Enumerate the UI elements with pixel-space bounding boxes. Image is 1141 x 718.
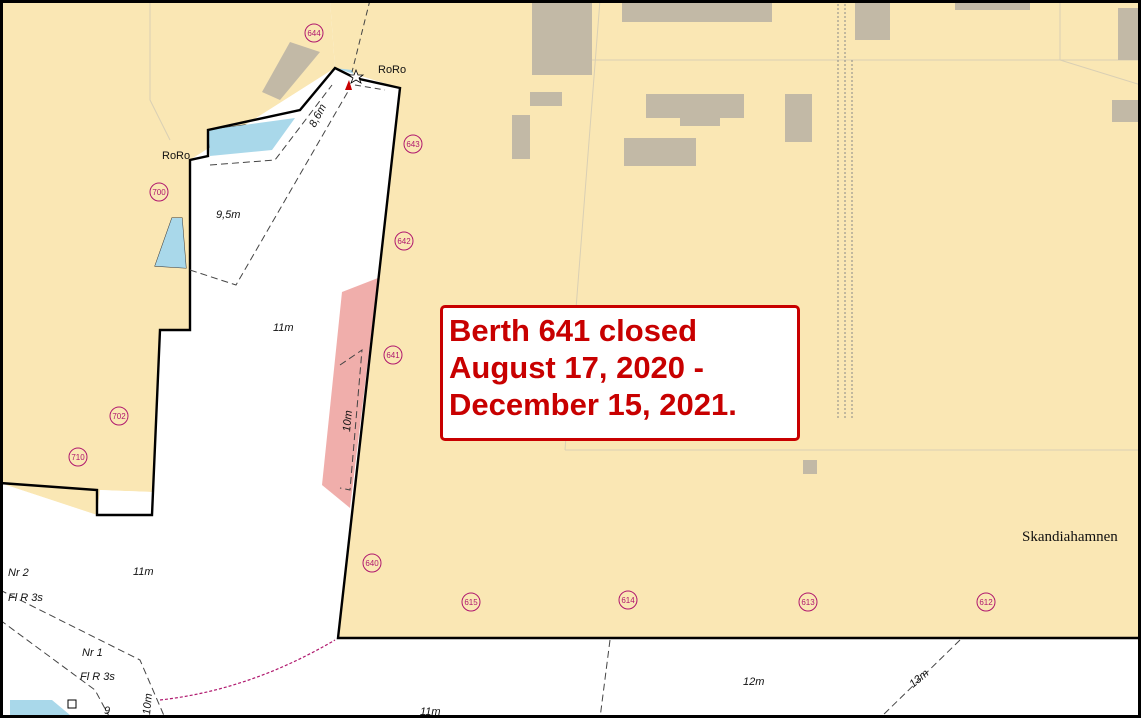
light-star-icon bbox=[347, 68, 365, 84]
dock-basin bbox=[0, 68, 400, 700]
depth-contour-4 bbox=[0, 589, 166, 718]
roro-label-top: RoRo bbox=[378, 64, 406, 76]
svg-text:643: 643 bbox=[406, 140, 420, 149]
buildings bbox=[262, 0, 1141, 474]
svg-text:640: 640 bbox=[365, 559, 379, 568]
notice-line-2: August 17, 2020 - bbox=[449, 350, 704, 385]
leading-line bbox=[351, 0, 371, 73]
depth-contour-2 bbox=[209, 84, 333, 166]
berth-markers: 644 643 642 641 640 700 702 710 615 614 … bbox=[68, 23, 996, 612]
berth-marker-612: 612 bbox=[976, 592, 996, 612]
depth-contour-7 bbox=[879, 639, 961, 718]
berth-marker-615: 615 bbox=[461, 592, 481, 612]
depth-9-bottom: 9 bbox=[104, 705, 110, 717]
railway bbox=[837, 0, 853, 420]
depth-contour-3 bbox=[354, 84, 386, 91]
svg-text:615: 615 bbox=[464, 598, 478, 607]
svg-text:642: 642 bbox=[397, 237, 411, 246]
berth-marker-702: 702 bbox=[109, 406, 129, 426]
svg-text:614: 614 bbox=[621, 596, 635, 605]
land-north-strip bbox=[330, 0, 400, 88]
svg-text:644: 644 bbox=[307, 29, 321, 38]
cable-line bbox=[159, 639, 336, 701]
buoy-nr2-label: Nr 2 bbox=[8, 567, 29, 579]
berth-marker-641: 641 bbox=[383, 345, 403, 365]
svg-text:710: 710 bbox=[71, 453, 85, 462]
depth-contour-5 bbox=[0, 619, 111, 718]
notice-line-1: Berth 641 closed bbox=[449, 313, 698, 348]
berth-marker-613: 613 bbox=[798, 592, 818, 612]
berth-marker-614: 614 bbox=[618, 590, 638, 610]
depth-10-berth: 10m bbox=[341, 410, 355, 432]
depth-11-upper: 11m bbox=[273, 322, 294, 334]
svg-text:641: 641 bbox=[386, 351, 400, 360]
berth-marker-644: 644 bbox=[304, 23, 324, 43]
buoy-nr1-light: Fl R 3s bbox=[80, 671, 115, 683]
svg-text:613: 613 bbox=[801, 598, 815, 607]
road-4 bbox=[1059, 0, 1141, 86]
road-5 bbox=[149, 0, 171, 141]
shallow-water-west-fill bbox=[155, 218, 186, 268]
depth-9-5: 9,5m bbox=[216, 209, 240, 221]
svg-text:702: 702 bbox=[112, 412, 126, 421]
coastline bbox=[0, 66, 1141, 640]
depth-11-left: 11m bbox=[133, 566, 154, 578]
depth-contour-berth bbox=[339, 348, 363, 491]
depth-12: 12m bbox=[743, 676, 764, 688]
depth-contour-6 bbox=[599, 639, 611, 718]
berth-marker-643: 643 bbox=[403, 134, 423, 154]
berth-marker-642: 642 bbox=[394, 231, 414, 251]
shallow-water-roro-fill bbox=[208, 118, 295, 156]
closure-notice: Berth 641 closed August 17, 2020 - Decem… bbox=[440, 305, 800, 441]
light-flare-icon bbox=[345, 80, 352, 90]
svg-text:612: 612 bbox=[979, 598, 993, 607]
berth-marker-710: 710 bbox=[68, 447, 88, 467]
buoy-icon bbox=[67, 699, 77, 709]
svg-text:700: 700 bbox=[152, 188, 166, 197]
depth-10-bottom: 10m bbox=[141, 693, 155, 715]
notice-line-3: December 15, 2021. bbox=[449, 387, 737, 422]
berth-marker-700: 700 bbox=[149, 182, 169, 202]
roro-label-left: RoRo bbox=[162, 150, 190, 162]
buoy-nr1-label: Nr 1 bbox=[82, 647, 103, 659]
berth-marker-640: 640 bbox=[362, 553, 382, 573]
closed-berth-area bbox=[322, 278, 378, 508]
buoy-nr2-light: Fl R 3s bbox=[8, 592, 43, 604]
depth-contour-1 bbox=[189, 87, 351, 286]
harbour-name: Skandiahamnen bbox=[1022, 529, 1118, 545]
